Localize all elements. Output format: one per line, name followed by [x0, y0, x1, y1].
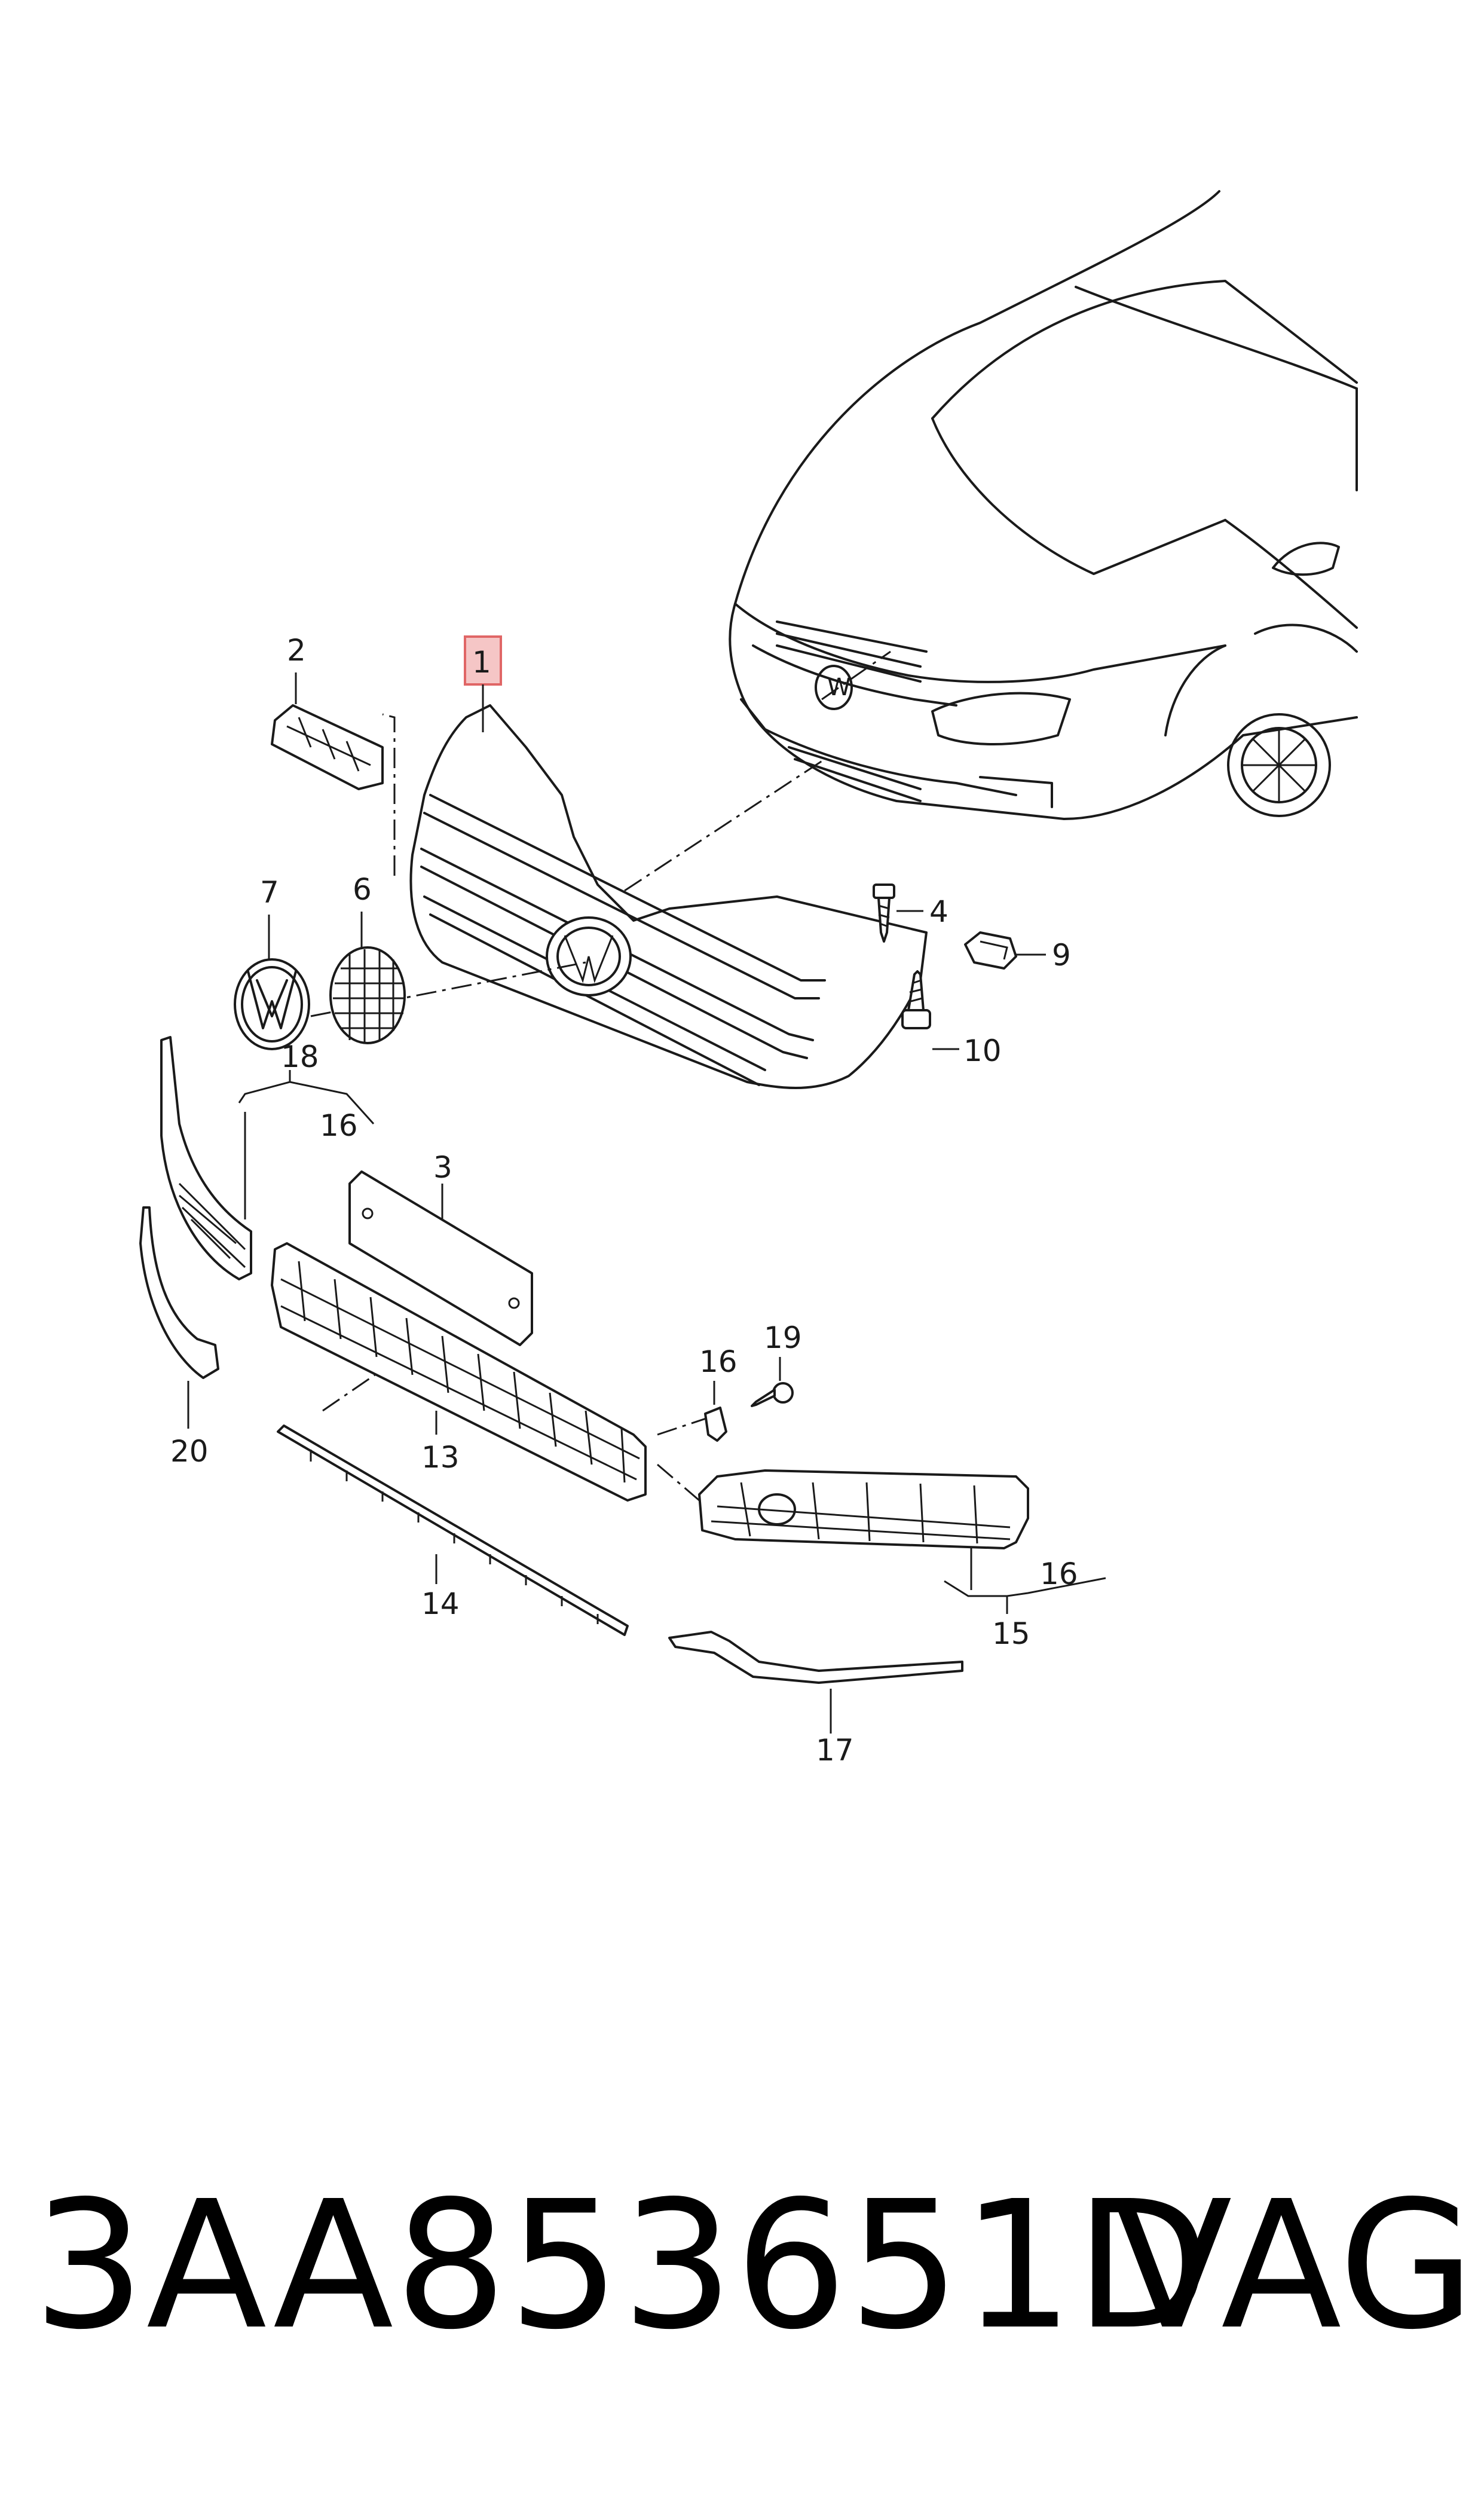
svg-text:W: W: [827, 674, 851, 701]
lower-grille-13: [271, 1242, 647, 1502]
callout-1[interactable]: 1: [472, 645, 491, 680]
bracket-15: [944, 1577, 1106, 1597]
callout-16-right[interactable]: 16: [1040, 1557, 1078, 1591]
callout-18[interactable]: 18: [281, 1040, 319, 1074]
callout-2[interactable]: 2: [287, 633, 306, 668]
vw-emblem-front: [234, 958, 310, 1050]
parts-diagram: W: [139, 190, 1358, 1768]
callout-20[interactable]: 20: [170, 1434, 209, 1469]
callout-6[interactable]: 6: [353, 872, 372, 907]
part-number: 3AA853651D: [33, 2163, 1212, 2368]
fog-lamp-trim-17: [668, 1631, 963, 1684]
emblem-backing-mesh: [329, 946, 406, 1044]
callout-9[interactable]: 9: [1052, 938, 1071, 973]
lower-trim-strip-14: [277, 1424, 629, 1636]
leader-badge-to-car: [821, 650, 891, 701]
leader-fog-grille: [657, 1463, 700, 1502]
callout-3[interactable]: 3: [433, 1150, 452, 1185]
callout-10[interactable]: 10: [963, 1034, 1002, 1068]
leader-badge-2: [382, 713, 396, 876]
callout-16-left[interactable]: 16: [320, 1108, 358, 1143]
license-plate-bracket-3: [348, 1170, 533, 1346]
fog-lamp-grille-15: [698, 1469, 1029, 1549]
screw-4: [873, 883, 895, 943]
footer: 3AA853651D VAG: [0, 2164, 1484, 2367]
leader-grille-to-car: [624, 758, 825, 892]
callout-14[interactable]: 14: [421, 1586, 460, 1621]
clip-16: [704, 1407, 727, 1442]
callout-1-highlight: [464, 635, 502, 686]
brand-name: VAG: [1112, 2163, 1476, 2368]
callout-7[interactable]: 7: [260, 875, 279, 910]
callout-19[interactable]: 19: [764, 1320, 802, 1355]
screw-10: [901, 970, 931, 1029]
left-side-trim-18: [160, 1036, 252, 1280]
callout-4[interactable]: 4: [929, 894, 948, 929]
screw-19: [751, 1382, 794, 1407]
clip-nut-9: [964, 931, 1017, 970]
callout-16-clip[interactable]: 16: [699, 1344, 738, 1379]
car-illustration: W: [729, 190, 1358, 820]
left-chrome-strip-20: [139, 1206, 219, 1379]
callout-13[interactable]: 13: [421, 1440, 460, 1475]
callout-17[interactable]: 17: [816, 1733, 854, 1768]
emblem-bracket: [271, 704, 384, 790]
leader-lower-grille: [322, 1344, 419, 1412]
leader-trim-strip: [657, 1416, 712, 1436]
callout-15[interactable]: 15: [992, 1616, 1030, 1651]
